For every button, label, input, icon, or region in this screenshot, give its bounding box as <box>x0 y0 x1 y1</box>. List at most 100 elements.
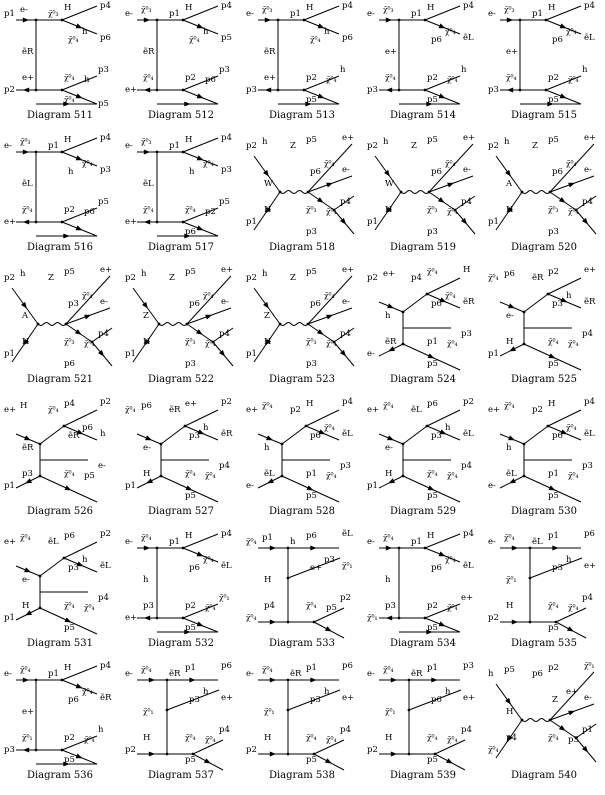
particle-label: χ̃⁰₄ <box>64 73 75 82</box>
particle-label: p4 <box>506 733 517 743</box>
arrowhead <box>76 429 84 435</box>
arrowhead <box>25 478 33 484</box>
higgs-line <box>424 5 461 21</box>
particle-label: Z <box>290 141 296 151</box>
particle-label: p5 <box>427 135 438 145</box>
particle-label: p2 <box>367 273 378 283</box>
particle-label: χ̃⁰₄ <box>203 159 214 168</box>
particle-label: p5 <box>185 491 196 501</box>
particle-label: χ̃⁰₄ <box>447 603 458 612</box>
arrowhead <box>143 219 151 225</box>
particle-label: χ̃⁰₄ <box>326 735 337 744</box>
particle-label: χ̃⁰₄ <box>326 207 337 216</box>
particle-label: p4 <box>264 601 275 611</box>
particle-label: p3 <box>306 227 317 237</box>
particle-label: χ̃⁰₄ <box>262 665 273 674</box>
arrowhead <box>143 17 151 23</box>
particle-label: e+ <box>125 217 137 227</box>
particle-label: e- <box>367 349 375 359</box>
particle-label: χ̃⁰₄ <box>246 613 257 622</box>
neutralino-line <box>39 425 65 445</box>
particle-label: χ̃⁰₃ <box>383 5 394 14</box>
particle-label: p6 <box>221 661 232 671</box>
diagram-caption: Diagram 526 <box>27 506 93 517</box>
particle-label: χ̃⁰₄ <box>506 73 517 82</box>
particle-label: e+ <box>342 133 354 143</box>
higgs-line <box>545 75 582 91</box>
particle-label: p5 <box>306 755 317 765</box>
particle-label: e- <box>22 575 30 585</box>
arrowhead <box>185 485 193 491</box>
vertex <box>34 18 38 22</box>
arrowhead <box>439 429 447 435</box>
arrowhead <box>318 429 326 435</box>
particle-label: p3 <box>552 563 563 573</box>
particle-label: h <box>324 27 330 37</box>
particle-label: p4 <box>411 273 422 283</box>
arrowhead <box>265 338 271 346</box>
particle-label: h <box>324 687 330 697</box>
particle-label: χ̃⁰₄ <box>185 205 196 214</box>
arrowhead <box>22 219 30 225</box>
arrowhead <box>426 629 433 635</box>
particle-label: p4 <box>461 725 472 735</box>
higgs-line <box>212 327 234 343</box>
vertex <box>34 748 38 752</box>
arrowhead <box>218 349 226 357</box>
higgs-line <box>307 275 353 325</box>
arrowhead <box>75 23 83 29</box>
particle-label: p6 <box>141 401 152 411</box>
vertex <box>397 88 401 92</box>
particle-label: χ̃⁰₁ <box>143 707 154 716</box>
vertex <box>34 678 38 682</box>
particle-label: p4 <box>221 1 232 11</box>
particle-label: p2 <box>246 273 257 283</box>
particle-label: χ̃⁰₄ <box>445 291 456 300</box>
higgs-line <box>305 409 340 427</box>
particle-label: p6 <box>552 431 563 441</box>
diagram-caption: Diagram 518 <box>269 242 335 253</box>
particle-label: χ̃⁰₄ <box>383 665 394 674</box>
particle-label: p6 <box>552 35 563 45</box>
diagram-caption: Diagram 517 <box>148 242 214 253</box>
particle-label: p5 <box>84 471 95 481</box>
particle-label: ẽR <box>68 430 80 441</box>
particle-label: p1 <box>125 349 136 359</box>
particle-label: p2 <box>4 85 15 95</box>
particle-label: p3 <box>488 85 499 95</box>
particle-label: p2 <box>125 273 136 283</box>
particle-label: H <box>385 733 392 743</box>
diagram-caption: Diagram 531 <box>27 638 93 649</box>
arrowhead <box>511 545 519 551</box>
higgs-line <box>186 275 232 325</box>
particle-label: h <box>488 669 494 679</box>
particle-label: e+ <box>125 85 137 95</box>
particle-label: p5 <box>427 491 438 501</box>
particle-label: p1 <box>411 537 422 547</box>
particle-label: e+ <box>310 563 322 573</box>
particle-label: p5 <box>548 491 559 501</box>
arrowhead <box>566 626 574 632</box>
particle-label: p6 <box>100 33 111 43</box>
particle-label: χ̃⁰₄ <box>568 207 579 216</box>
particle-label: χ̃⁰₄ <box>488 745 499 754</box>
particle-label: H <box>548 399 555 409</box>
arrowhead <box>387 435 394 441</box>
higgs-line <box>182 137 219 153</box>
particle-label: p4 <box>100 661 111 671</box>
arrowhead <box>385 615 393 621</box>
particle-label: e+ <box>221 693 233 703</box>
particle-label: χ̃⁰₃ <box>141 5 152 14</box>
particle-label: χ̃⁰₄ <box>203 291 214 300</box>
particle-label: χ̃⁰₄ <box>447 735 458 744</box>
arrowhead <box>445 758 453 764</box>
particle-label: p1 <box>246 217 257 227</box>
particle-label: χ̃⁰₄ <box>324 423 335 432</box>
vertex <box>286 708 290 712</box>
particle-label: e- <box>20 5 28 15</box>
arrowhead <box>386 206 392 214</box>
